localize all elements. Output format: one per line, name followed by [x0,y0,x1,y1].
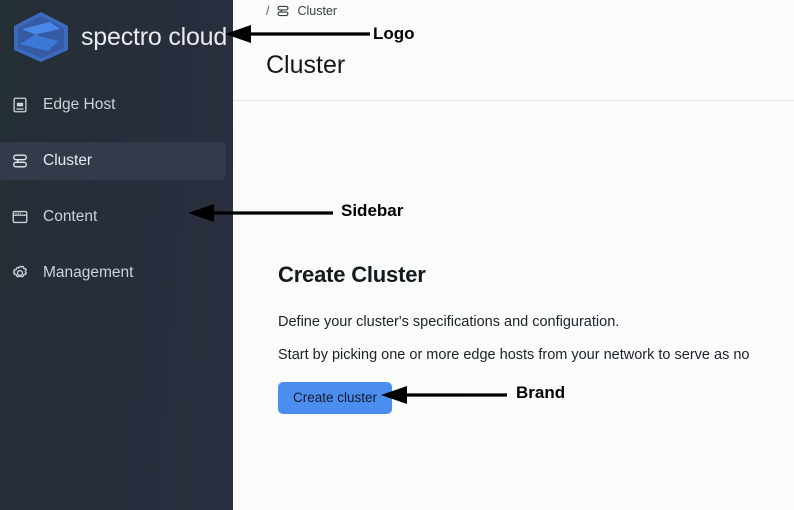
annotation-label-logo: Logo [373,24,415,43]
create-cluster-panel: Create Cluster Define your cluster's spe… [278,262,794,414]
annotation-arrow-logo [225,24,370,49]
cluster-stack-icon [10,151,30,171]
sidebar-item-edge-host[interactable]: Edge Host [0,86,115,124]
server-device-icon [10,95,30,115]
gear-icon [10,263,30,283]
spectro-cloud-logo-icon [10,10,72,64]
brand-logo-area[interactable]: spectro cloud [0,0,233,74]
sidebar-item-label: Cluster [43,152,93,169]
sidebar-item-label: Management [43,264,134,281]
sidebar-item-cluster[interactable]: Cluster [0,142,226,180]
window-content-icon [10,207,30,227]
breadcrumb-separator: / [266,4,270,18]
breadcrumb: / Cluster [266,4,337,18]
sidebar-item-management[interactable]: Management [0,254,133,292]
create-cluster-heading: Create Cluster [278,262,426,287]
cluster-stack-icon [276,4,290,18]
description-line-2: Start by picking one or more edge hosts … [278,347,750,363]
breadcrumb-label[interactable]: Cluster [297,4,338,18]
main-content: / Cluster Cluster Create Cluster Define … [233,0,794,510]
create-cluster-button[interactable]: Create cluster [278,382,393,414]
header-divider [233,100,794,101]
sidebar-item-label: Content [43,208,98,225]
annotation-arrow-sidebar [188,203,333,228]
sidebar: spectro cloud Edge Host Cluster [0,0,233,510]
sidebar-item-content[interactable]: Content [0,198,97,236]
description-line-1: Define your cluster's specifications and… [278,314,620,330]
brand-name: spectro cloud [81,22,228,51]
sidebar-item-label: Edge Host [43,96,116,113]
annotation-label-sidebar: Sidebar [341,201,404,220]
annotation-label-brand: Brand [516,383,566,402]
page-title: Cluster [266,51,346,79]
annotation-arrow-brand [381,385,507,410]
